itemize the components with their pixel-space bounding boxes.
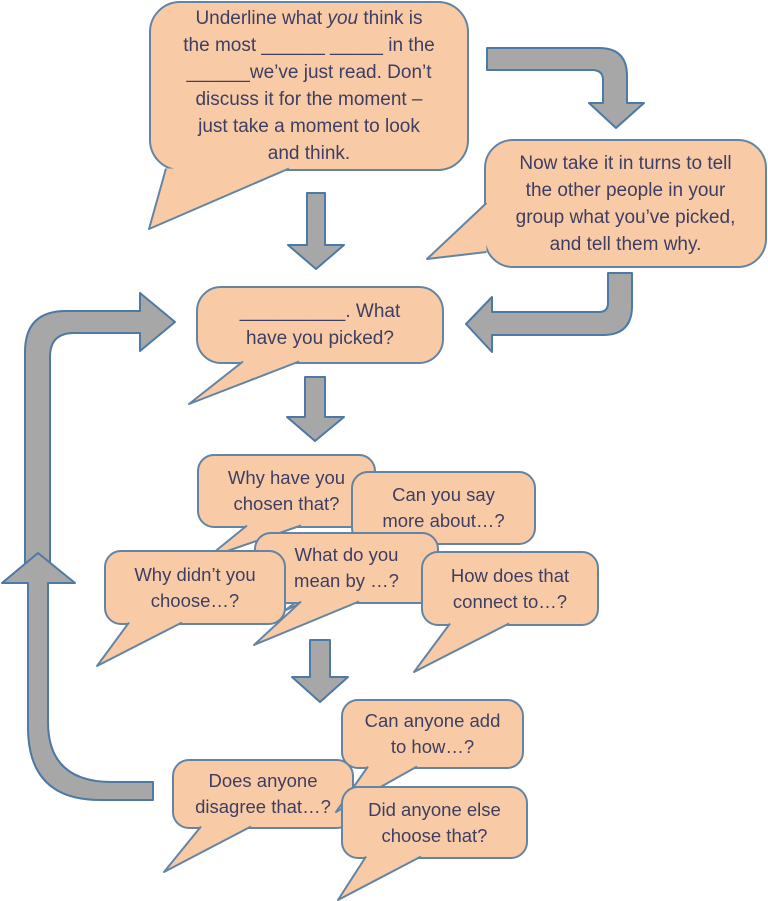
bubble-tail <box>426 202 488 260</box>
speech-bubble-why-didnt <box>96 550 286 667</box>
bubble-text-take-turns: Now take it in turns to tell the other p… <box>515 152 736 255</box>
arrow-down-top-icon <box>287 192 345 270</box>
arrow-loop-lower-left-icon <box>1 552 154 801</box>
bubble-text-how-connect: How does that connect to…? <box>450 564 570 612</box>
arrow-down-middle-icon <box>286 376 345 442</box>
bubble-text-anyone-add: Can anyone add to how…? <box>364 710 501 757</box>
instruction-text-after: think is the most ______ _____ in the __… <box>183 8 435 164</box>
speech-bubble-anyone-else <box>337 786 528 901</box>
bubble-text-anyone-else: Did anyone else choose that? <box>368 798 501 846</box>
arrow-loop-upper-left-icon <box>24 292 176 576</box>
speech-bubble-underline-instruction <box>148 1 469 230</box>
bubble-tail <box>413 622 510 673</box>
speech-bubble-how-connect <box>413 551 599 673</box>
bubble-text-anyone-disagree: Does anyone disagree that…? <box>195 770 331 817</box>
bubble-tail <box>96 621 183 667</box>
bubble-tail <box>188 360 300 405</box>
bubble-text-why-chosen: Why have you chosen that? <box>227 467 346 514</box>
bubble-text-why-didnt: Why didn’t you choose…? <box>134 563 256 611</box>
bubble-text-say-more: Can you say more about…? <box>382 484 505 531</box>
speech-bubble-anyone-disagree <box>163 759 354 873</box>
instruction-text-before: Underline what <box>195 8 328 29</box>
bubble-text-what-picked: __________. What have you picked? <box>239 301 401 349</box>
bubble-text-what-mean: What do you mean by …? <box>294 544 399 591</box>
speech-bubble-take-turns <box>426 139 767 268</box>
bubble-tail <box>337 855 422 901</box>
bubble-tail <box>148 167 290 230</box>
arrow-down-lower-icon <box>291 639 349 703</box>
speech-bubble-what-picked <box>188 286 444 405</box>
instruction-italic-word: you <box>327 8 359 29</box>
arrow-bent-right-down-icon <box>486 47 645 129</box>
arrow-bent-down-left-icon <box>465 272 633 353</box>
bubble-tail <box>163 825 252 873</box>
bubble-tail <box>253 600 360 646</box>
bubble-text-underline-instruction: Underline what you think is the most ___… <box>150 2 468 170</box>
